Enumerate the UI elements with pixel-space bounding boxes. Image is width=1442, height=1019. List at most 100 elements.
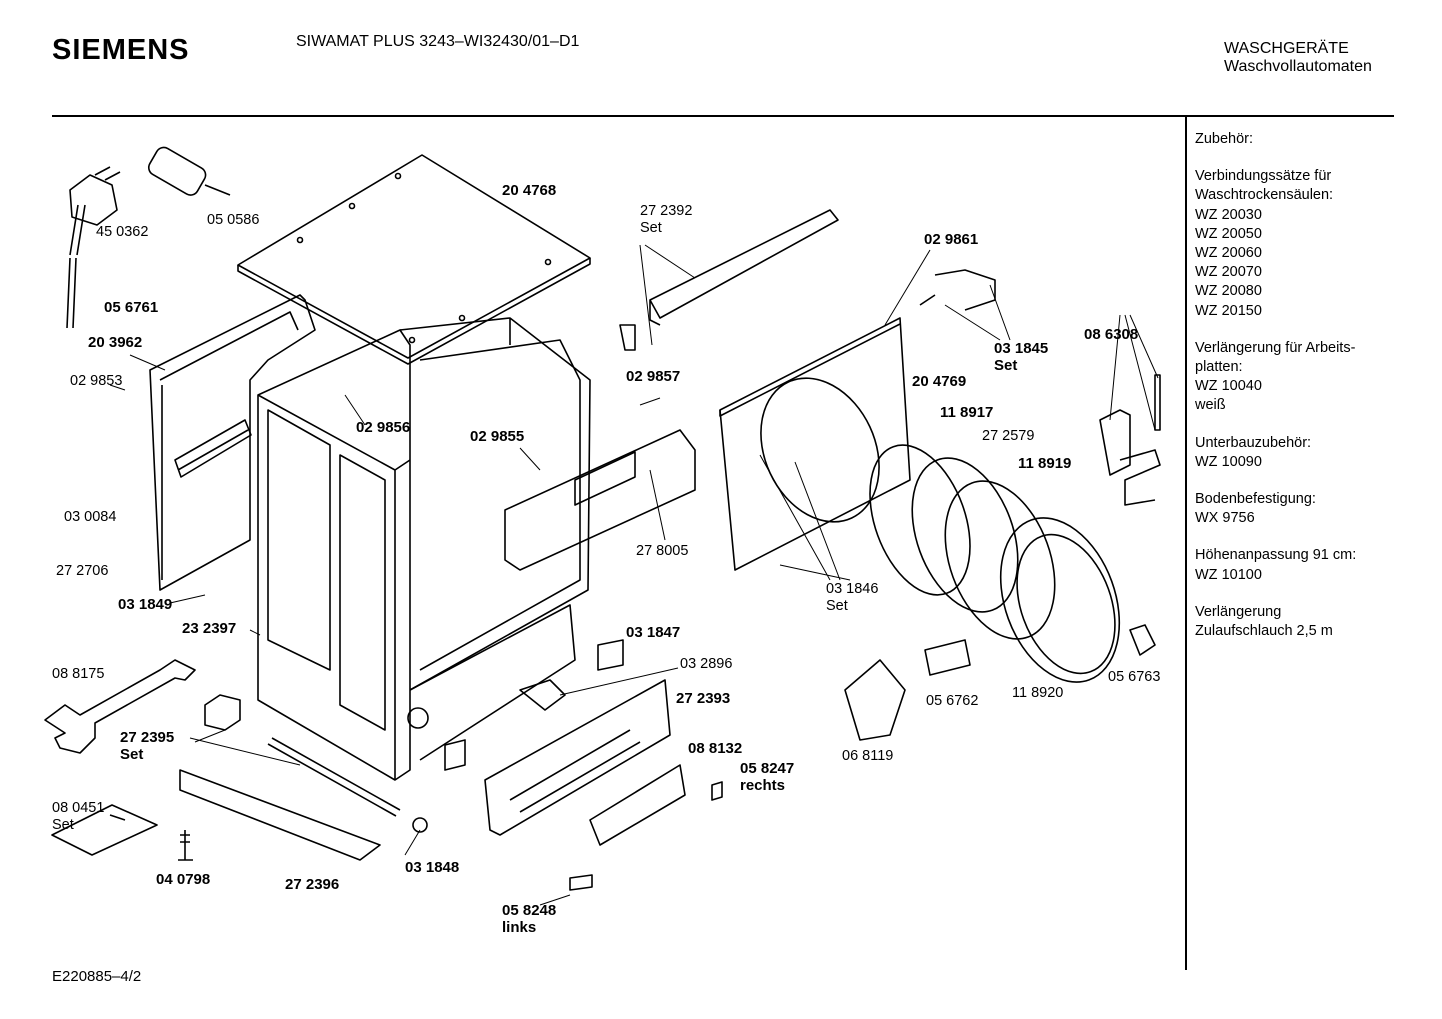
part-number: 05 8247 bbox=[740, 760, 795, 777]
wrench-drawing bbox=[44, 659, 196, 754]
accessory-line: Zulaufschlauch 2,5 m bbox=[1195, 623, 1333, 640]
part-number: 05 0586 bbox=[207, 212, 260, 228]
exploded-parts-drawing bbox=[44, 146, 1161, 906]
accessory-line: WZ 20080 bbox=[1195, 283, 1262, 300]
part-label-029853: 02 9853 bbox=[70, 373, 122, 390]
part-label-029861: 02 9861 bbox=[924, 231, 978, 248]
accessory-line: Höhenanpassung 91 cm: bbox=[1195, 547, 1357, 564]
part-label-278005: 27 8005 bbox=[636, 543, 688, 560]
part-number: 23 2397 bbox=[182, 620, 237, 637]
part-number: 20 3962 bbox=[88, 334, 143, 351]
hinge-drawing bbox=[1099, 374, 1161, 506]
accessory-line: WZ 20070 bbox=[1195, 264, 1262, 281]
part-number: 27 2396 bbox=[285, 876, 340, 893]
part-number: 05 8248 bbox=[502, 902, 557, 919]
part-label-272579: 27 2579 bbox=[982, 428, 1034, 445]
filter-cover-drawing bbox=[844, 624, 1156, 741]
power-plug-drawing bbox=[66, 166, 121, 329]
base-parts-drawing bbox=[51, 694, 428, 861]
part-number: 03 0084 bbox=[64, 509, 117, 525]
part-number: 02 9861 bbox=[924, 231, 979, 248]
part-label-088132: 08 8132 bbox=[688, 740, 742, 757]
accessory-group: Verlängerung für Arbeits-platten:WZ 1004… bbox=[1195, 339, 1390, 416]
part-label-203962: 20 3962 bbox=[88, 334, 142, 351]
part-label-118917: 11 8917 bbox=[940, 404, 993, 421]
top-strip-drawing bbox=[619, 209, 839, 351]
accessory-line: Bodenbefestigung: bbox=[1195, 491, 1316, 508]
part-number: 05 6761 bbox=[104, 299, 159, 316]
accessory-line: WZ 10090 bbox=[1195, 453, 1262, 470]
part-label-032896: 03 2896 bbox=[680, 656, 732, 673]
part-label-029855: 02 9855 bbox=[470, 428, 524, 445]
part-number: 11 8917 bbox=[940, 404, 994, 421]
part-label-068119: 06 8119 bbox=[842, 748, 893, 765]
category-label: WASCHGERÄTE bbox=[1224, 40, 1349, 57]
part-label-056763: 05 6763 bbox=[1108, 669, 1160, 686]
accessory-line: Waschtrockensäulen: bbox=[1195, 187, 1334, 204]
subcategory-label: Waschvollautomaten bbox=[1224, 58, 1372, 75]
category-heading: WASCHGERÄTE Waschvollautomaten bbox=[1224, 40, 1372, 76]
part-label-272393: 27 2393 bbox=[676, 690, 730, 707]
part-number: 20 4768 bbox=[502, 182, 557, 199]
part-number: 03 1846 bbox=[826, 581, 879, 597]
part-number: 27 2393 bbox=[676, 690, 731, 707]
part-number: 27 2706 bbox=[56, 563, 109, 579]
control-panel-drawing bbox=[504, 429, 696, 571]
accessory-line: Verbindungssätze für bbox=[1195, 168, 1332, 185]
part-note: Set bbox=[826, 598, 848, 614]
part-number: 11 8920 bbox=[1012, 685, 1064, 701]
part-number: 08 8132 bbox=[688, 740, 743, 757]
part-label-029856: 02 9856 bbox=[356, 419, 410, 436]
leader-lines bbox=[109, 244, 1159, 906]
part-number: 27 2579 bbox=[982, 428, 1035, 444]
part-number: 04 0798 bbox=[156, 871, 211, 888]
part-number: 03 1845 bbox=[994, 340, 1049, 357]
suppressor-drawing bbox=[147, 146, 231, 196]
accessory-line: WZ 20150 bbox=[1195, 302, 1262, 319]
accessory-line: Unterbauzubehör: bbox=[1195, 434, 1312, 451]
part-label-204768: 20 4768 bbox=[502, 182, 556, 199]
accessory-line: WZ 20050 bbox=[1195, 225, 1262, 242]
accessory-group: Höhenanpassung 91 cm:WZ 10100 bbox=[1195, 546, 1390, 584]
part-label-031848: 03 1848 bbox=[405, 859, 459, 876]
part-number: 08 6308 bbox=[1084, 326, 1139, 343]
cabinet-drawing bbox=[257, 317, 591, 781]
part-label-272396: 27 2396 bbox=[285, 876, 339, 893]
part-note: links bbox=[502, 919, 537, 936]
part-label-029857: 02 9857 bbox=[626, 368, 680, 385]
part-number: 08 8175 bbox=[52, 666, 105, 682]
accessory-line: Verlängerung bbox=[1195, 603, 1282, 620]
accessory-group: Bodenbefestigung:WX 9756 bbox=[1195, 490, 1390, 528]
part-label-450362: 45 0362 bbox=[96, 224, 148, 241]
part-label-030084: 03 0084 bbox=[64, 509, 116, 526]
accessory-line: weiß bbox=[1195, 397, 1226, 414]
base-plate-drawing bbox=[444, 639, 723, 891]
part-number: 02 9857 bbox=[626, 368, 681, 385]
accessory-line: WZ 20030 bbox=[1195, 206, 1262, 223]
part-label-272706: 27 2706 bbox=[56, 563, 108, 580]
part-label-088175: 08 8175 bbox=[52, 666, 104, 683]
part-label-232397: 23 2397 bbox=[182, 620, 236, 637]
part-label-118919: 11 8919 bbox=[1018, 455, 1071, 472]
part-number: 27 2395 bbox=[120, 729, 175, 746]
part-number: 03 2896 bbox=[680, 656, 733, 672]
part-number: 05 6763 bbox=[1108, 669, 1161, 685]
part-label-204769: 20 4769 bbox=[912, 373, 966, 390]
part-label-056762: 05 6762 bbox=[926, 693, 978, 710]
part-note: Set bbox=[52, 817, 74, 833]
part-number: 02 9855 bbox=[470, 428, 525, 445]
part-label-050586: 05 0586 bbox=[207, 212, 259, 229]
part-number: 03 1849 bbox=[118, 596, 173, 613]
part-label-056761: 05 6761 bbox=[104, 299, 158, 316]
part-note: Set bbox=[640, 220, 662, 236]
accessory-line: Verlängerung für Arbeits- bbox=[1195, 339, 1356, 356]
drawing-code: E220885–4/2 bbox=[52, 968, 142, 985]
